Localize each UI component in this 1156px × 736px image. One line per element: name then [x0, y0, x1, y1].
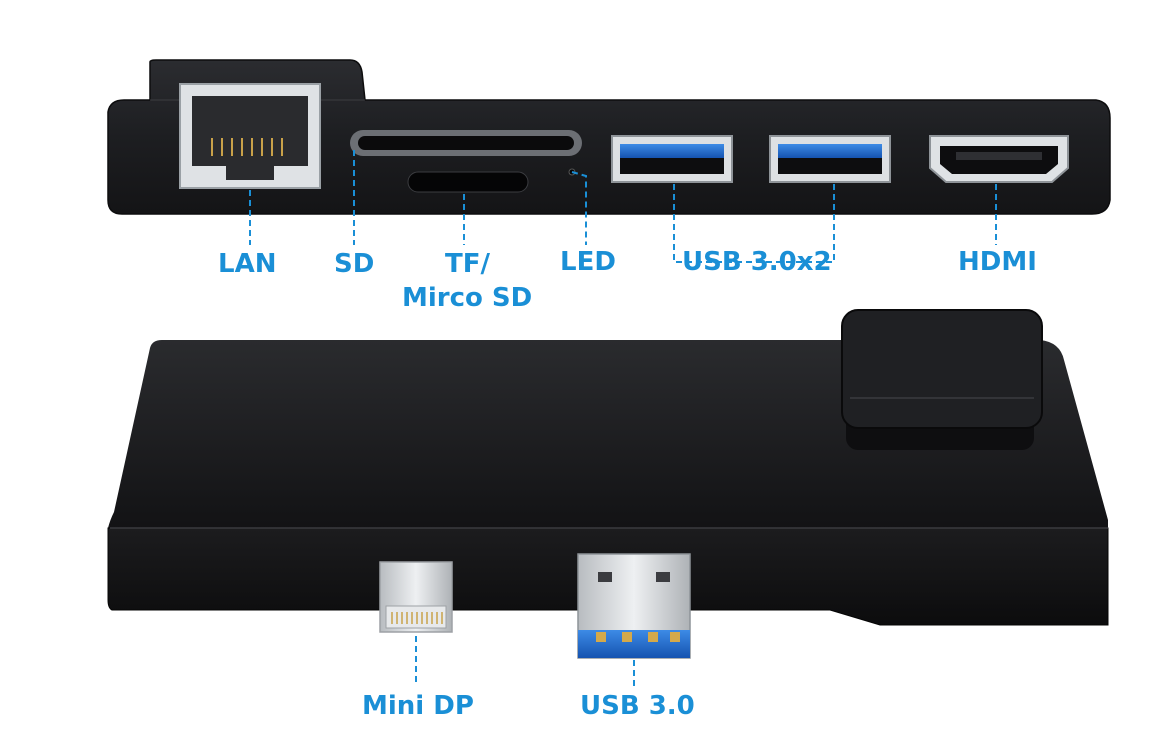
- usb-port-2: [769, 135, 891, 183]
- usb-3-plug: [577, 553, 691, 659]
- label-tf: TF/: [445, 249, 490, 279]
- tf-card-slot: [407, 171, 529, 193]
- label-usb-3-0: USB 3.0: [580, 691, 695, 721]
- surface-connector-block: [841, 309, 1043, 450]
- top-leader-lines: [249, 150, 997, 263]
- sd-card-slot: [350, 130, 582, 156]
- mini-dp-plug: [379, 561, 453, 633]
- label-usb-3-0x2: USB 3.0x2: [682, 247, 832, 277]
- label-hdmi: HDMI: [958, 247, 1037, 277]
- label-led: LED: [560, 247, 616, 277]
- label-lan: LAN: [218, 249, 277, 279]
- bottom-leader-lines: [415, 636, 635, 686]
- label-sd: SD: [334, 249, 375, 279]
- hdmi-port: [929, 135, 1069, 183]
- label-mini-dp: Mini DP: [362, 691, 474, 721]
- lan-port: [179, 83, 321, 189]
- label-micro-sd: Mirco SD: [402, 283, 533, 313]
- hub-side-view: [107, 309, 1109, 659]
- hub-front-view: [107, 59, 1111, 215]
- usb-port-1: [611, 135, 733, 183]
